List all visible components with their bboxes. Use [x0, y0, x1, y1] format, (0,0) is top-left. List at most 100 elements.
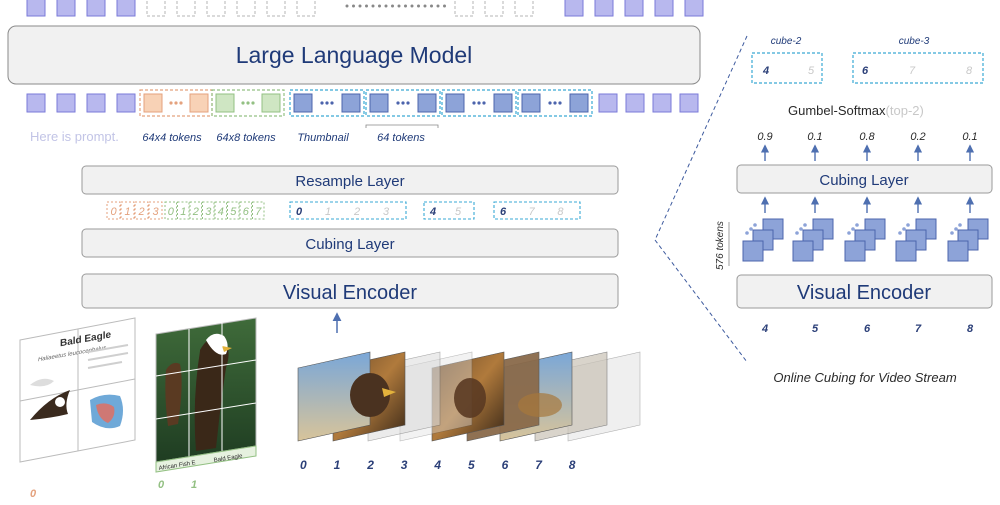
green-digit-cell — [227, 201, 240, 220]
ellipsis-dot — [410, 4, 414, 8]
cube3-label: cube-3 — [899, 36, 930, 47]
top-token — [176, 0, 196, 17]
top-token — [454, 0, 474, 17]
top-token — [86, 0, 106, 17]
green-digit-cell — [164, 201, 177, 220]
cube-dot — [745, 231, 749, 235]
cube-b-box — [423, 201, 475, 220]
label-64x4-tokens: 64x4 tokens — [142, 132, 202, 144]
video-frame-stack — [297, 351, 641, 442]
orange-group-token — [143, 93, 163, 113]
cube-dot — [950, 231, 954, 235]
cube-c-digit: 8 — [557, 206, 564, 218]
cube-a-digit: 1 — [325, 206, 331, 218]
cube-group-dot — [396, 101, 400, 105]
top-token — [266, 0, 286, 17]
green-digit: 1 — [180, 206, 186, 218]
green-digit-cell — [252, 201, 265, 220]
tail-token — [679, 93, 699, 113]
green-digit: 0 — [168, 206, 175, 218]
cube-a-digit: 2 — [353, 206, 360, 218]
side-frame-label: 7 — [915, 323, 922, 335]
side-caption: Online Cubing for Video Stream — [773, 370, 956, 385]
top-token — [26, 0, 46, 17]
gumbel-suffix-text: (top-2) — [886, 103, 924, 118]
cube-group-frame — [517, 89, 593, 117]
cube-b-digit: 5 — [455, 206, 462, 218]
green-digit-cell — [189, 201, 202, 220]
cubing-layer-label: Cubing Layer — [305, 236, 394, 253]
orange-group-dot — [169, 101, 173, 105]
side-frame-label: 6 — [864, 323, 871, 335]
cube-group-dot — [548, 101, 552, 105]
cube-dot — [906, 223, 910, 227]
top-token — [56, 0, 76, 17]
green-group-token — [261, 93, 281, 113]
top-token — [236, 0, 256, 17]
side-frame-label: 4 — [761, 323, 768, 335]
top-token — [296, 0, 316, 17]
green-digit: 7 — [255, 206, 262, 218]
cube-dot — [803, 223, 807, 227]
top-token — [654, 0, 674, 17]
eagle-head-shape — [350, 373, 390, 417]
cube-square — [844, 240, 866, 262]
side-visual-encoder-box: Visual Encoder — [736, 274, 993, 309]
cube-group-dot — [406, 101, 410, 105]
cube-group-dot — [472, 101, 476, 105]
top-token-row — [26, 0, 704, 17]
cube3-box — [852, 52, 984, 84]
split-label-1: 1 — [191, 479, 197, 491]
top-token — [146, 0, 166, 17]
frame-label: 3 — [401, 458, 408, 472]
visual-encoder-label: Visual Encoder — [283, 282, 418, 304]
landscape-shape — [518, 393, 562, 417]
cube-dot — [795, 231, 799, 235]
score-value: 0.1 — [962, 131, 977, 143]
frame-label: 5 — [468, 458, 475, 472]
zoom-line-bottom — [654, 239, 748, 363]
ellipsis-dot — [443, 4, 446, 8]
image-index-label: 0 — [30, 488, 37, 500]
cube-square — [895, 240, 917, 262]
score-value: 0.2 — [910, 131, 925, 143]
cube-square — [742, 240, 764, 262]
top-token — [514, 0, 534, 17]
split-photo: African Fish E Bald Eagle — [155, 317, 257, 473]
green-digit: 4 — [218, 206, 224, 218]
frame-label: 2 — [366, 458, 374, 472]
orange-digit-cell — [148, 201, 163, 220]
green-digit: 6 — [243, 206, 250, 218]
green-group-dot — [241, 101, 245, 105]
cube-group-token — [493, 93, 513, 113]
side-token-cubes — [742, 196, 989, 262]
cube-dot — [799, 227, 803, 231]
top-token — [624, 0, 644, 17]
cube-group-dot — [553, 101, 557, 105]
cube-group-token — [369, 93, 389, 113]
split-label-0: 0 — [158, 479, 165, 491]
top-token — [484, 0, 504, 17]
document-image: Bald Eagle Haliaeetus leucocephalus — [19, 317, 136, 463]
cube-group-dot — [477, 101, 481, 105]
cube-c-digit: 7 — [529, 206, 536, 218]
top-token — [116, 0, 136, 17]
orange-group-dot — [174, 101, 178, 105]
gumbel-softmax-label: Gumbel-Softmax(top-2) — [788, 103, 924, 118]
ellipsis-dot — [371, 4, 375, 8]
cube-c-digit: 6 — [500, 206, 507, 218]
green-digit-cell — [239, 201, 252, 220]
orange-digit-cell — [106, 201, 121, 220]
ellipsis-dot — [391, 4, 394, 8]
cube-group-dot — [482, 101, 486, 105]
cube2-label: cube-2 — [771, 36, 802, 47]
cube-a-box — [289, 201, 407, 220]
video-frame — [297, 351, 371, 442]
eagle-beak-shape — [382, 388, 396, 397]
cube-dot — [749, 227, 753, 231]
